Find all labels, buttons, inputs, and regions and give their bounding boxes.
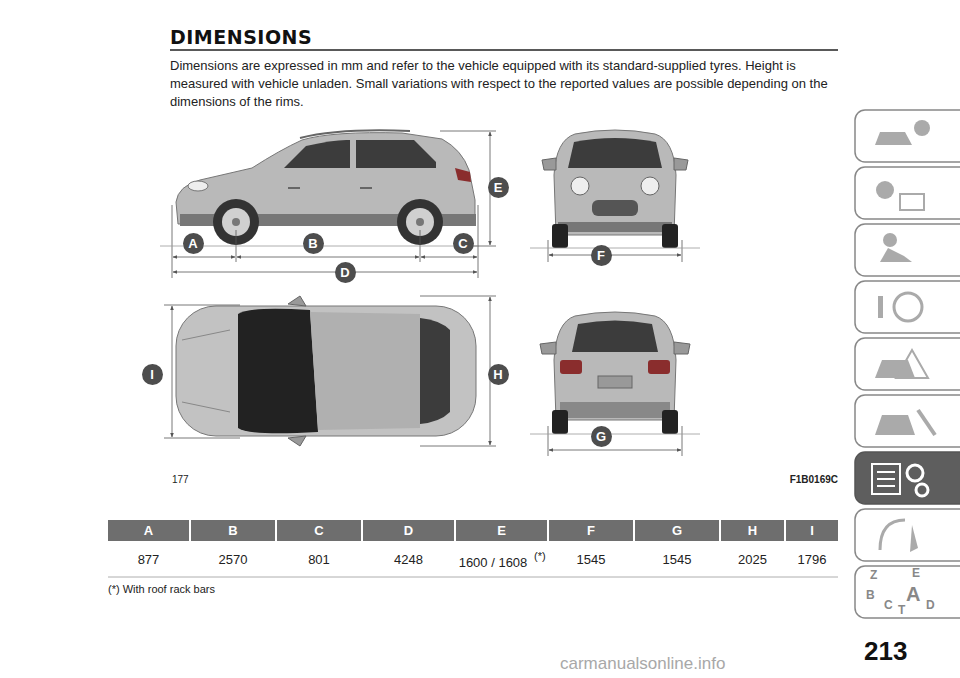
table-cell: 1796	[786, 552, 838, 568]
table-header-cell: I	[786, 520, 838, 541]
table-cell: 1600 / 1608	[453, 555, 533, 571]
callout-letter: H	[488, 364, 509, 385]
header-text: G	[672, 524, 682, 537]
callout-text: I	[150, 368, 154, 381]
title-rule	[170, 49, 838, 51]
sidebar-tabs	[855, 110, 960, 618]
header-text: C	[314, 524, 323, 537]
callout-text: D	[340, 266, 349, 279]
front-view-car	[542, 130, 688, 248]
table-header-cell: H	[721, 520, 784, 541]
header-text: H	[748, 524, 757, 537]
table-cell: 1545	[637, 552, 717, 568]
table-header-cell: A	[108, 520, 189, 541]
table-cell: 2570	[193, 552, 273, 568]
callout-text: G	[596, 430, 606, 443]
header-text: E	[497, 524, 506, 537]
callout-letter: A	[183, 233, 204, 254]
dimension-lines	[160, 131, 496, 278]
table-cell: 1545	[551, 552, 631, 568]
table-header-cell: D	[363, 520, 454, 541]
figure-code: F1B0169C	[740, 474, 838, 486]
callout-text: A	[188, 237, 197, 250]
index-icon-letter: D	[926, 598, 935, 612]
footnote-mark: (*)	[534, 550, 546, 563]
callout-text: E	[494, 181, 503, 194]
watermark: carmanualsonline.info	[560, 654, 725, 674]
table-cell: 801	[279, 552, 359, 568]
table-header-cell: F	[549, 520, 633, 541]
dimension-lines	[164, 296, 496, 446]
footnote: (*) With roof rack bars	[108, 583, 215, 596]
header-text: A	[144, 524, 153, 537]
top-view-car	[176, 296, 476, 446]
table-header-cell: E	[456, 520, 547, 541]
callout-text: B	[308, 237, 317, 250]
callout-letter: I	[142, 364, 163, 385]
index-icon-letter: B	[866, 588, 875, 602]
callout-letter: F	[591, 245, 612, 266]
table-cell: 877	[109, 552, 189, 568]
table-header-cell: G	[635, 520, 719, 541]
dimension-lines	[530, 240, 700, 262]
figure-number: 177	[172, 474, 189, 486]
rear-view-car	[540, 312, 690, 434]
callout-text: F	[597, 249, 605, 262]
table-cell: 2025	[722, 552, 784, 568]
table-header-cell: C	[277, 520, 361, 541]
header-text: F	[587, 524, 595, 537]
header-text: I	[810, 524, 814, 537]
intro-paragraph: Dimensions are expressed in mm and refer…	[170, 57, 842, 111]
callout-text: H	[493, 368, 502, 381]
index-icon-letter: A	[906, 582, 920, 606]
page-number: 213	[864, 636, 907, 667]
index-icon-letter: T	[898, 603, 905, 617]
index-icon-letter: Z	[870, 568, 877, 582]
header-text: B	[228, 524, 237, 537]
callout-letter: B	[303, 233, 324, 254]
dimension-lines	[530, 426, 700, 456]
page-title: DIMENSIONS	[170, 26, 312, 48]
callout-letter: C	[453, 233, 474, 254]
header-text: D	[404, 524, 413, 537]
callout-letter: G	[591, 426, 612, 447]
index-icon-letter: C	[884, 598, 893, 612]
table-rule	[108, 577, 838, 578]
table-cell: 4248	[369, 552, 449, 568]
table-header-cell: B	[191, 520, 275, 541]
callout-letter: E	[488, 177, 509, 198]
callout-letter: D	[335, 262, 356, 283]
side-view-car	[176, 130, 476, 245]
callout-text: C	[458, 237, 467, 250]
index-icon-letter: E	[912, 566, 920, 580]
